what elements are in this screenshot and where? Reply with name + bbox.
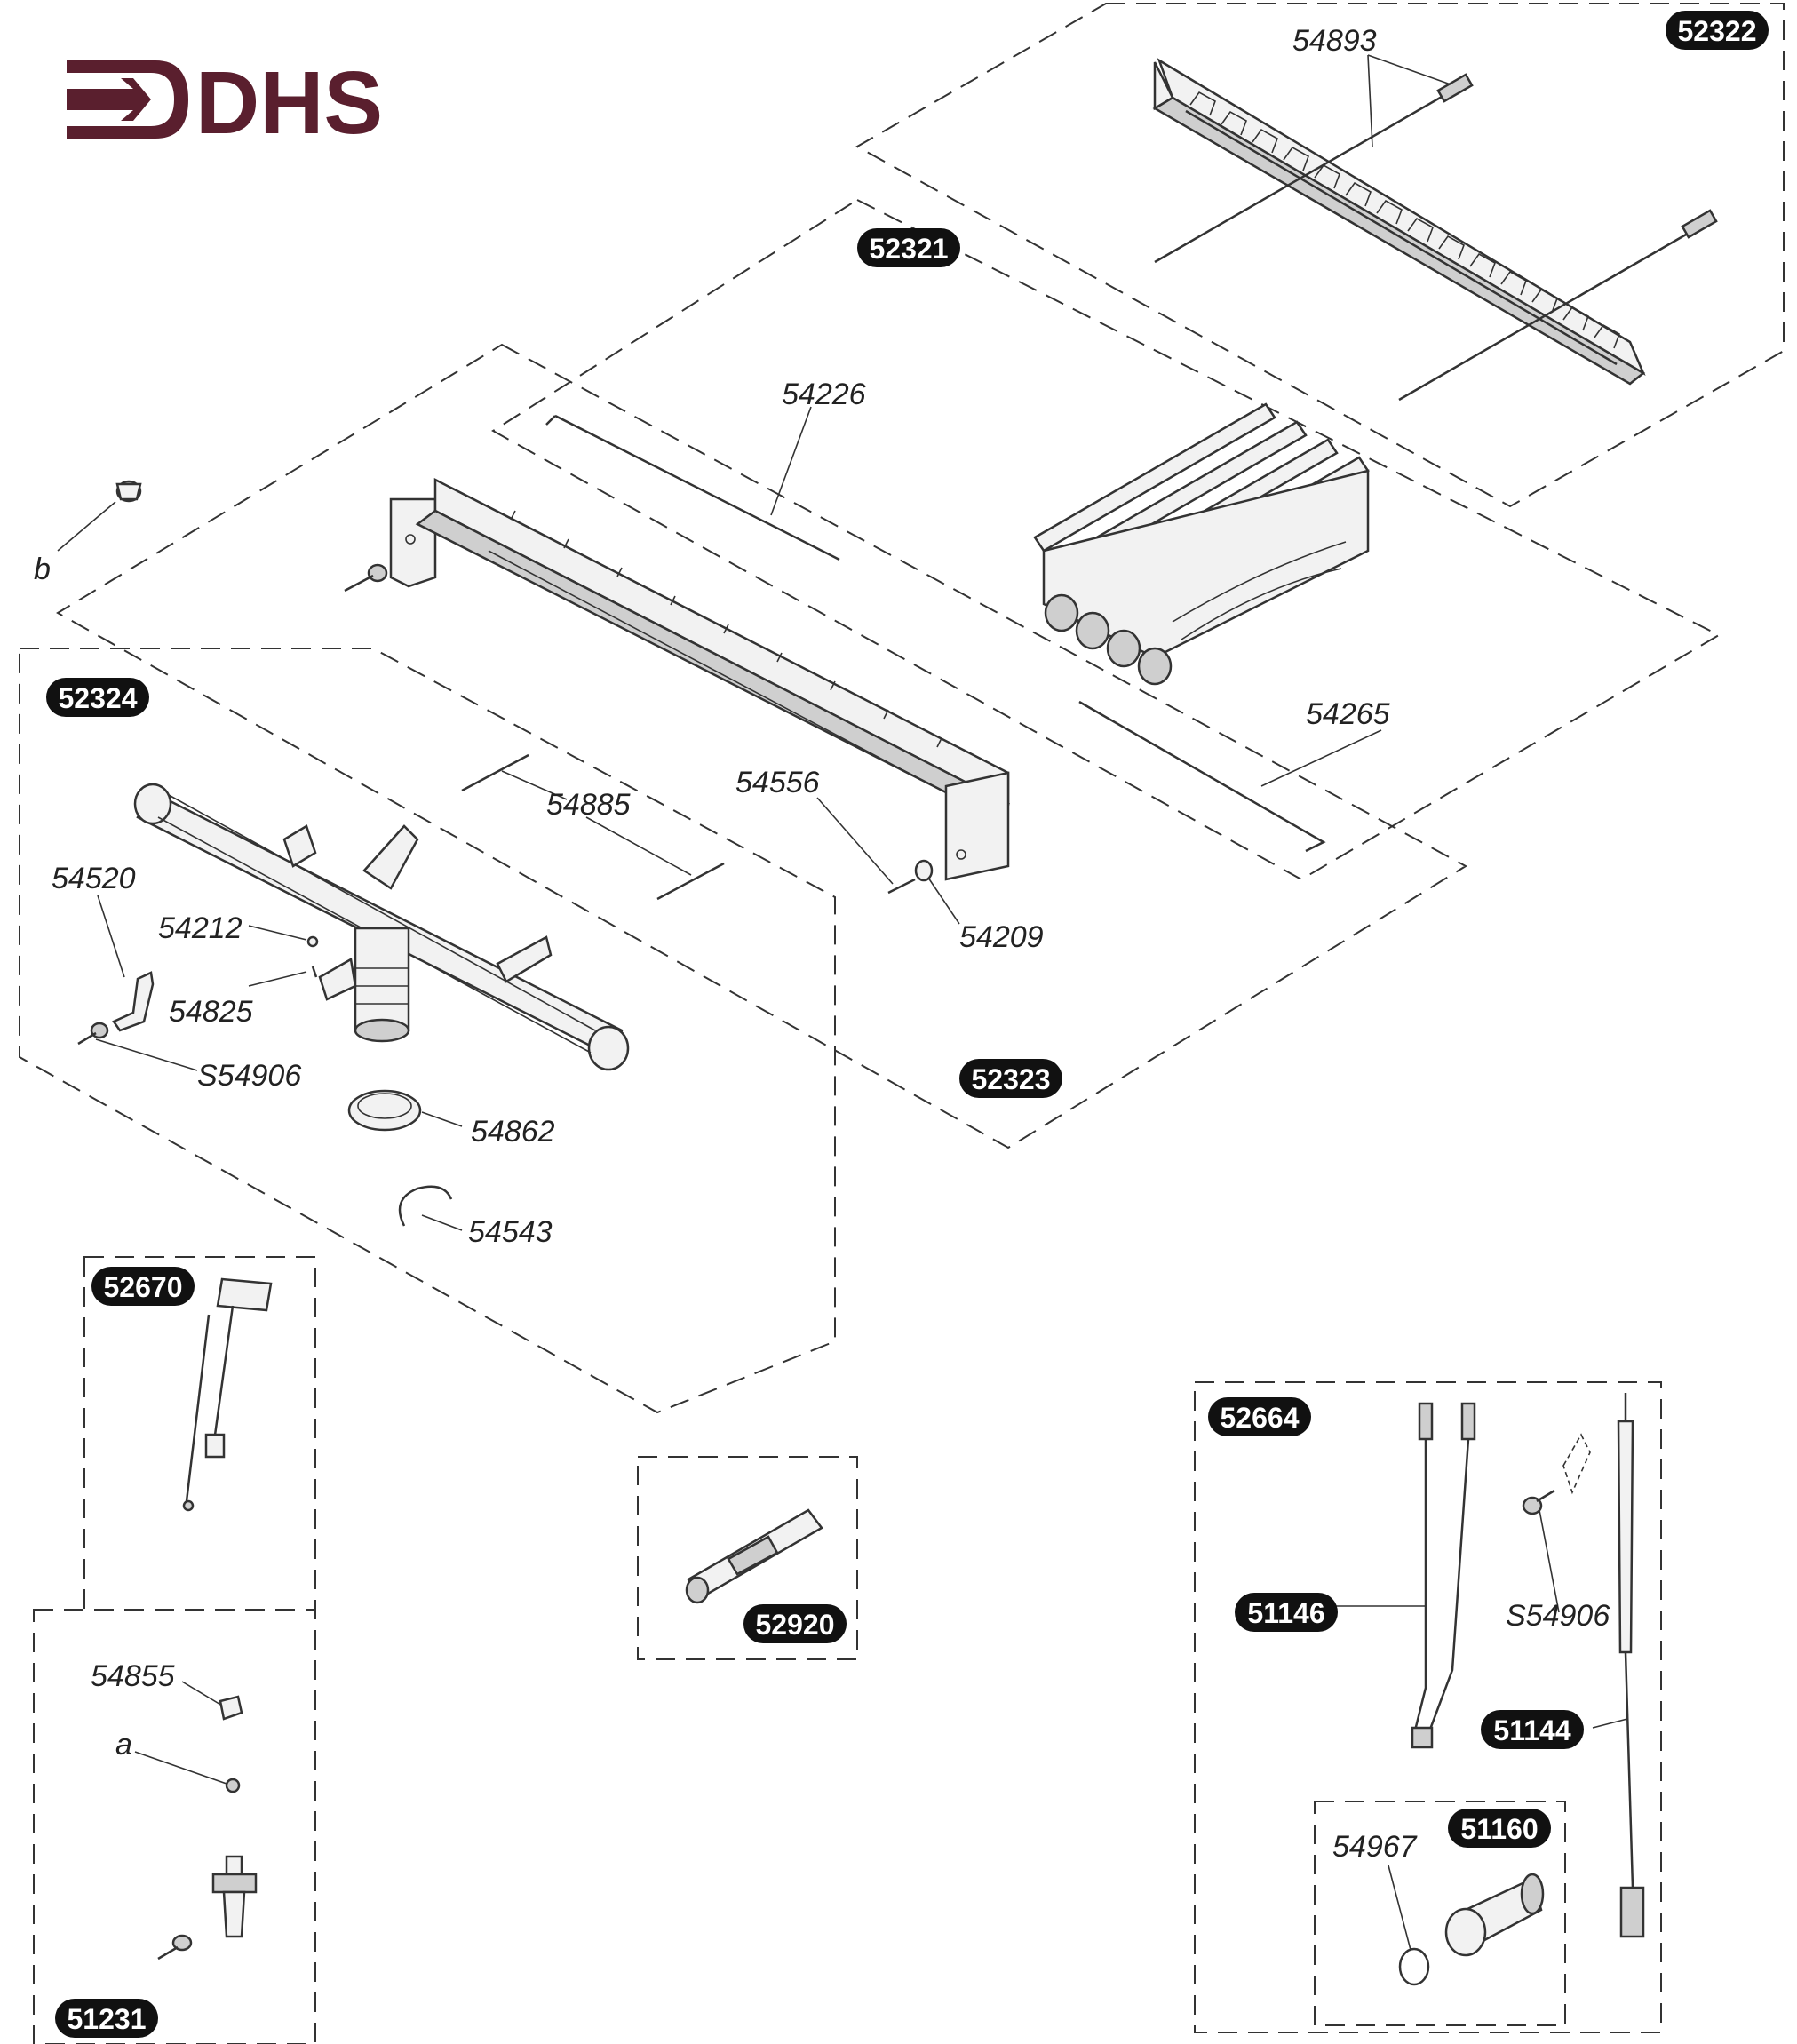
screw-s54906-burner [77,1022,109,1046]
label-54556: 54556 [735,766,820,799]
badge-51160: 51160 [1448,1809,1551,1848]
label-54265: 54265 [1306,697,1390,731]
badge-52323: 52323 [959,1059,1062,1098]
screw-54825 [311,966,318,978]
svg-text:52670: 52670 [104,1271,183,1303]
ring-54862 [347,1089,422,1132]
badge-52920: 52920 [743,1604,847,1643]
label-54967: 54967 [1332,1830,1418,1864]
manifold-assembly [133,783,630,1071]
pilot-fitting [211,1855,258,1938]
svg-text:51146: 51146 [1247,1597,1324,1629]
part-a [225,1778,241,1793]
electrode-rod-lower [1398,229,1693,402]
label-b: b [34,553,51,586]
group-outline-51231 [33,1609,316,2044]
group-outline-52920 [637,1456,858,1660]
svg-text:51144: 51144 [1493,1714,1570,1746]
group-outline-52323 [56,343,1467,1149]
electrode-rod-upper [1154,91,1449,264]
burner-rail-assembly [1152,58,1718,402]
bracket-outline [1562,1433,1591,1495]
group-outline-52324 [19,648,836,1414]
leader-lines [57,54,1628,1951]
heat-exchanger-assembly [545,402,1370,853]
screw-51231 [157,1934,193,1960]
bolt-54885-lower [656,862,725,901]
svg-text:51160: 51160 [1460,1813,1538,1845]
burner-frame [344,477,1011,901]
svg-text:52321: 52321 [870,233,949,265]
logo-arrow-head [67,78,151,121]
svg-text:52664: 52664 [1221,1402,1300,1434]
pilot-assembly [182,1277,273,1512]
label-54543: 54543 [468,1215,553,1249]
plug-51160 [1444,1873,1545,1957]
group-outline-52670 [83,1256,316,1611]
logo-arrow-mark [67,60,188,139]
badge-51144: 51144 [1481,1710,1584,1749]
frame-screw [344,563,388,593]
group-outline-52322 [855,3,1785,508]
badge-52670: 52670 [91,1267,195,1306]
nut-54855 [219,1695,243,1721]
label-54520: 54520 [52,862,136,895]
svg-text:52322: 52322 [1678,15,1757,47]
injector-52920 [685,1508,823,1604]
electrode-leads-51146 [1411,1402,1476,1749]
label-54825: 54825 [169,995,253,1029]
group-outline-52321 [491,198,1721,881]
svg-text:52920: 52920 [756,1609,835,1641]
badge-51146: 51146 [1235,1593,1338,1632]
electrode-rod-51144 [1617,1393,1645,1938]
label-54893: 54893 [1292,24,1377,58]
o-ring-54967 [1398,1947,1430,1986]
badge-52324: 52324 [46,678,149,717]
label-54226: 54226 [782,378,866,411]
badge-52664: 52664 [1208,1397,1311,1436]
dhs-logo: DHS [67,53,383,153]
label-54855: 54855 [91,1659,175,1693]
rod-54265 [1078,700,1326,853]
bolt-54885-upper [461,753,529,792]
svg-text:52324: 52324 [59,682,138,714]
svg-text:51231: 51231 [68,2003,147,2035]
label-54209: 54209 [959,920,1044,954]
svg-text:52323: 52323 [972,1063,1051,1095]
bracket-54520 [112,971,155,1032]
badge-52321: 52321 [857,228,960,267]
group-outline-52664 [1194,1381,1662,2033]
screw-54556 [887,878,916,895]
rod-54226 [545,414,840,561]
label-54862: 54862 [471,1115,555,1149]
group-outline-51160 [1314,1801,1566,2026]
screw-s54906-kit [1522,1489,1555,1515]
badge-51231: 51231 [55,1999,158,2038]
logo-wordmark: DHS [195,53,383,153]
label-54212: 54212 [158,911,243,945]
label-s54906-kit: S54906 [1506,1599,1610,1633]
heat-exchanger-fins [1033,402,1370,686]
label-a: a [115,1728,132,1762]
clip-54543 [398,1185,453,1227]
badge-52322: 52322 [1666,11,1769,50]
part-54212 [306,935,319,948]
label-s54906-burner: S54906 [197,1059,301,1093]
nut-b [115,480,142,503]
washer-54209 [914,859,934,882]
label-54885: 54885 [546,788,631,822]
